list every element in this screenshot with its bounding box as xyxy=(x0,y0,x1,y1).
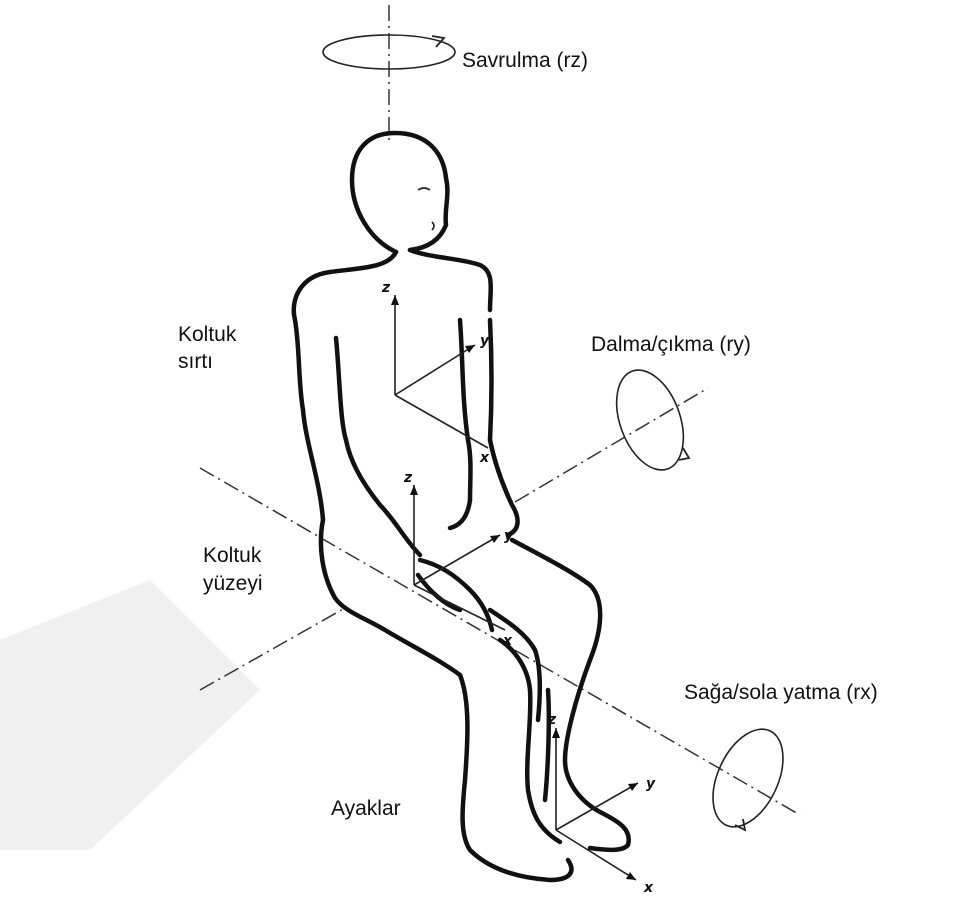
pitch-axis-line xyxy=(515,388,708,502)
seat-back-label-line1: Koltuk xyxy=(178,322,236,347)
roll-rotation-arrow xyxy=(699,718,797,838)
torso-y-label: y xyxy=(480,333,490,349)
watermark-chevron xyxy=(0,580,260,850)
feet-x-label: x xyxy=(643,880,654,896)
pitch-rotation-arrow xyxy=(604,361,696,479)
torso-x-label: x xyxy=(479,450,490,466)
torso-z-label: z xyxy=(381,280,391,296)
feet-y-label: y xyxy=(646,776,656,792)
seat-surface-label-line2: yüzeyi xyxy=(203,571,263,596)
pitch-label: Dalma/çıkma (ry) xyxy=(591,332,751,357)
seat-x-label: x xyxy=(502,633,513,649)
seat-y-label: y xyxy=(504,528,514,544)
seated-human-figure xyxy=(294,133,629,880)
roll-label: Sağa/sola yatma (rx) xyxy=(684,680,878,705)
seat-back-label-line2: sırtı xyxy=(178,349,213,374)
torso-axis-system: z y x xyxy=(381,280,490,466)
yaw-label: Savrulma (rz) xyxy=(462,48,588,73)
feet-axis-system: z y x xyxy=(547,712,656,896)
feet-label: Ayaklar xyxy=(331,796,401,821)
seat-z-label: z xyxy=(403,470,413,486)
seat-surface-label-line1: Koltuk xyxy=(203,543,261,568)
feet-z-label: z xyxy=(547,712,557,728)
